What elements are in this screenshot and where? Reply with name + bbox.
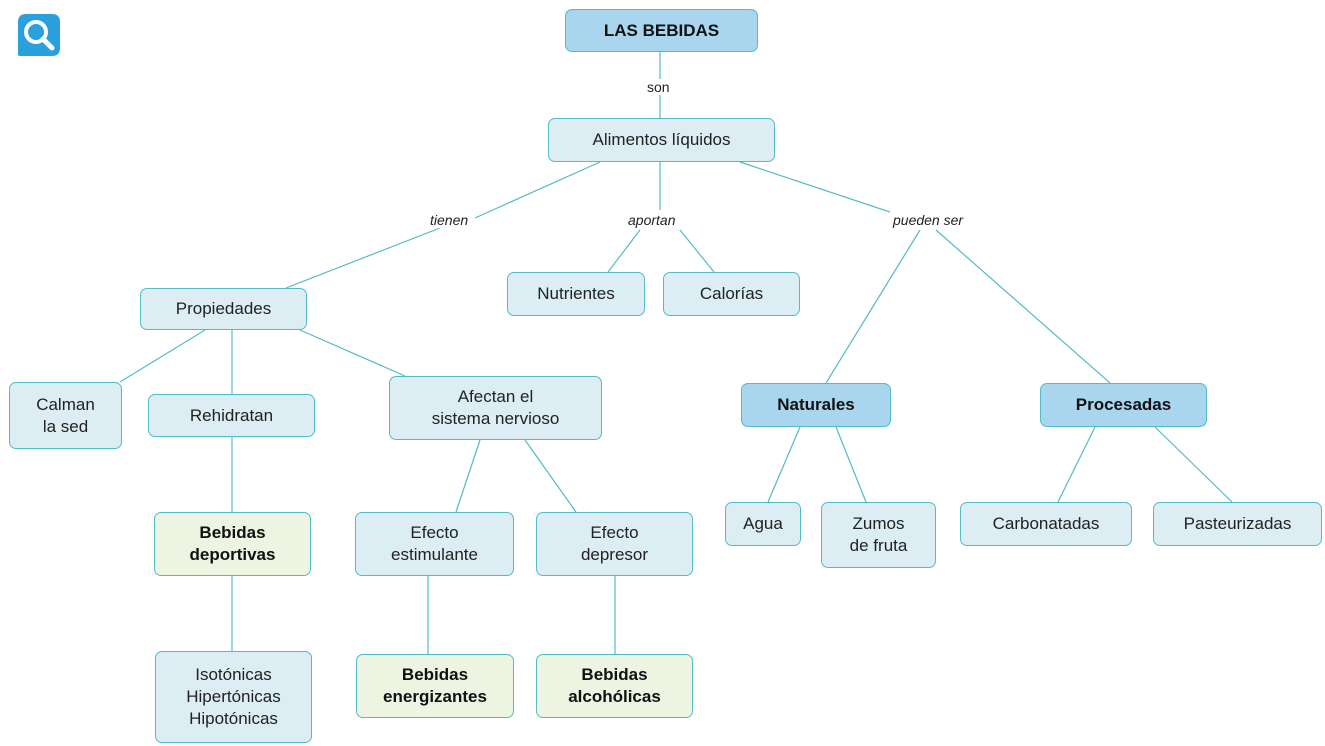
edge-pueden-procesadas	[935, 229, 1111, 384]
edge-alimentos-pueden	[739, 161, 891, 213]
node-agua: Agua	[725, 502, 801, 546]
edge-pueden-naturales	[825, 229, 921, 384]
edge-tienen-propiedades	[285, 227, 441, 289]
edge-prop-afectan	[299, 329, 406, 377]
node-bebidas-deportivas: Bebidas deportivas	[154, 512, 311, 576]
node-tonicas-list: Isotónicas Hipertónicas Hipotónicas	[155, 651, 312, 743]
edge-aportan-calorias	[679, 229, 715, 273]
edge-prop-calman	[119, 329, 206, 383]
link-label-aportan: aportan	[626, 212, 678, 228]
edge-alimentos-tienen	[474, 161, 601, 219]
edge-naturales-zumos	[835, 426, 867, 503]
edge-afectan-depresor	[524, 439, 577, 513]
link-label-son: son	[645, 79, 672, 95]
node-bebidas-alcoholicas: Bebidas alcohólicas	[536, 654, 693, 718]
node-root: LAS BEBIDAS	[565, 9, 758, 52]
node-calman-la-sed: Calman la sed	[9, 382, 122, 449]
node-bebidas-energizantes: Bebidas energizantes	[356, 654, 514, 718]
node-efecto-depresor: Efecto depresor	[536, 512, 693, 576]
edge-procesadas-pasteurizadas	[1154, 426, 1233, 503]
node-naturales: Naturales	[741, 383, 891, 427]
node-alimentos-liquidos: Alimentos líquidos	[548, 118, 775, 162]
edge-afectan-estimulante	[455, 439, 481, 513]
link-label-tienen: tienen	[428, 212, 471, 228]
node-afectan-sistema-nervioso: Afectan el sistema nervioso	[389, 376, 602, 440]
link-label-pueden-ser: pueden ser	[891, 212, 966, 228]
node-zumos-de-fruta: Zumos de fruta	[821, 502, 936, 568]
node-efecto-estimulante: Efecto estimulante	[355, 512, 514, 576]
node-rehidratan: Rehidratan	[148, 394, 315, 437]
node-procesadas: Procesadas	[1040, 383, 1207, 427]
edge-aportan-nutrientes	[607, 229, 641, 273]
edge-naturales-agua	[767, 426, 801, 503]
search-icon	[18, 14, 60, 56]
node-carbonatadas: Carbonatadas	[960, 502, 1132, 546]
node-calorias: Calorías	[663, 272, 800, 316]
edge-procesadas-carbonatadas	[1057, 426, 1096, 503]
node-propiedades: Propiedades	[140, 288, 307, 330]
node-pasteurizadas: Pasteurizadas	[1153, 502, 1322, 546]
node-nutrientes: Nutrientes	[507, 272, 645, 316]
